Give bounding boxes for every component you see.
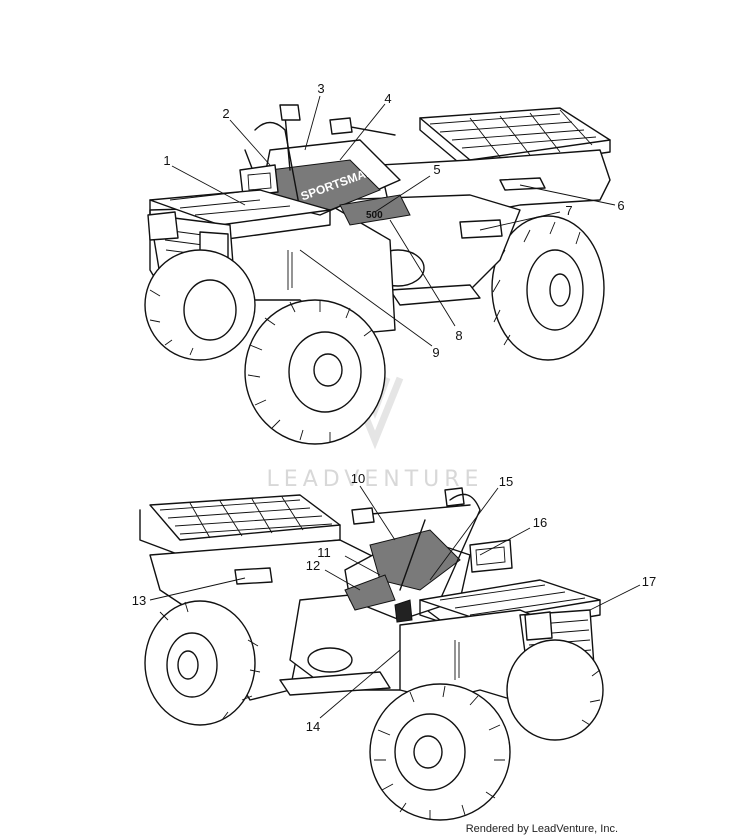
credit-text: Rendered by LeadVenture, Inc.	[466, 823, 618, 835]
callout-2: 2	[222, 106, 229, 121]
callout-6: 6	[617, 198, 624, 213]
callout-3: 3	[317, 81, 324, 96]
callout-13: 13	[132, 593, 146, 608]
callout-4: 4	[384, 91, 391, 106]
bottom-leader-lines	[149, 485, 641, 719]
watermark-text: LEADVENTURE	[267, 467, 484, 492]
callout-7: 7	[565, 203, 572, 218]
callout-14: 14	[306, 719, 320, 734]
callout-1: 1	[163, 153, 170, 168]
atv-bottom-illustration	[139, 487, 604, 821]
panel-decal-text: 500	[366, 210, 383, 221]
callout-5: 5	[433, 162, 440, 177]
callout-9: 9	[432, 345, 439, 360]
callout-12: 12	[306, 558, 320, 573]
callout-15: 15	[499, 474, 513, 489]
callout-17: 17	[642, 574, 656, 589]
atv-top-illustration: SPORTSMAN 500	[144, 104, 611, 445]
top-leader-lines	[171, 95, 616, 347]
callout-11: 11	[317, 545, 331, 560]
callout-8: 8	[455, 328, 462, 343]
callout-16: 16	[533, 515, 547, 530]
callout-10: 10	[351, 471, 365, 486]
